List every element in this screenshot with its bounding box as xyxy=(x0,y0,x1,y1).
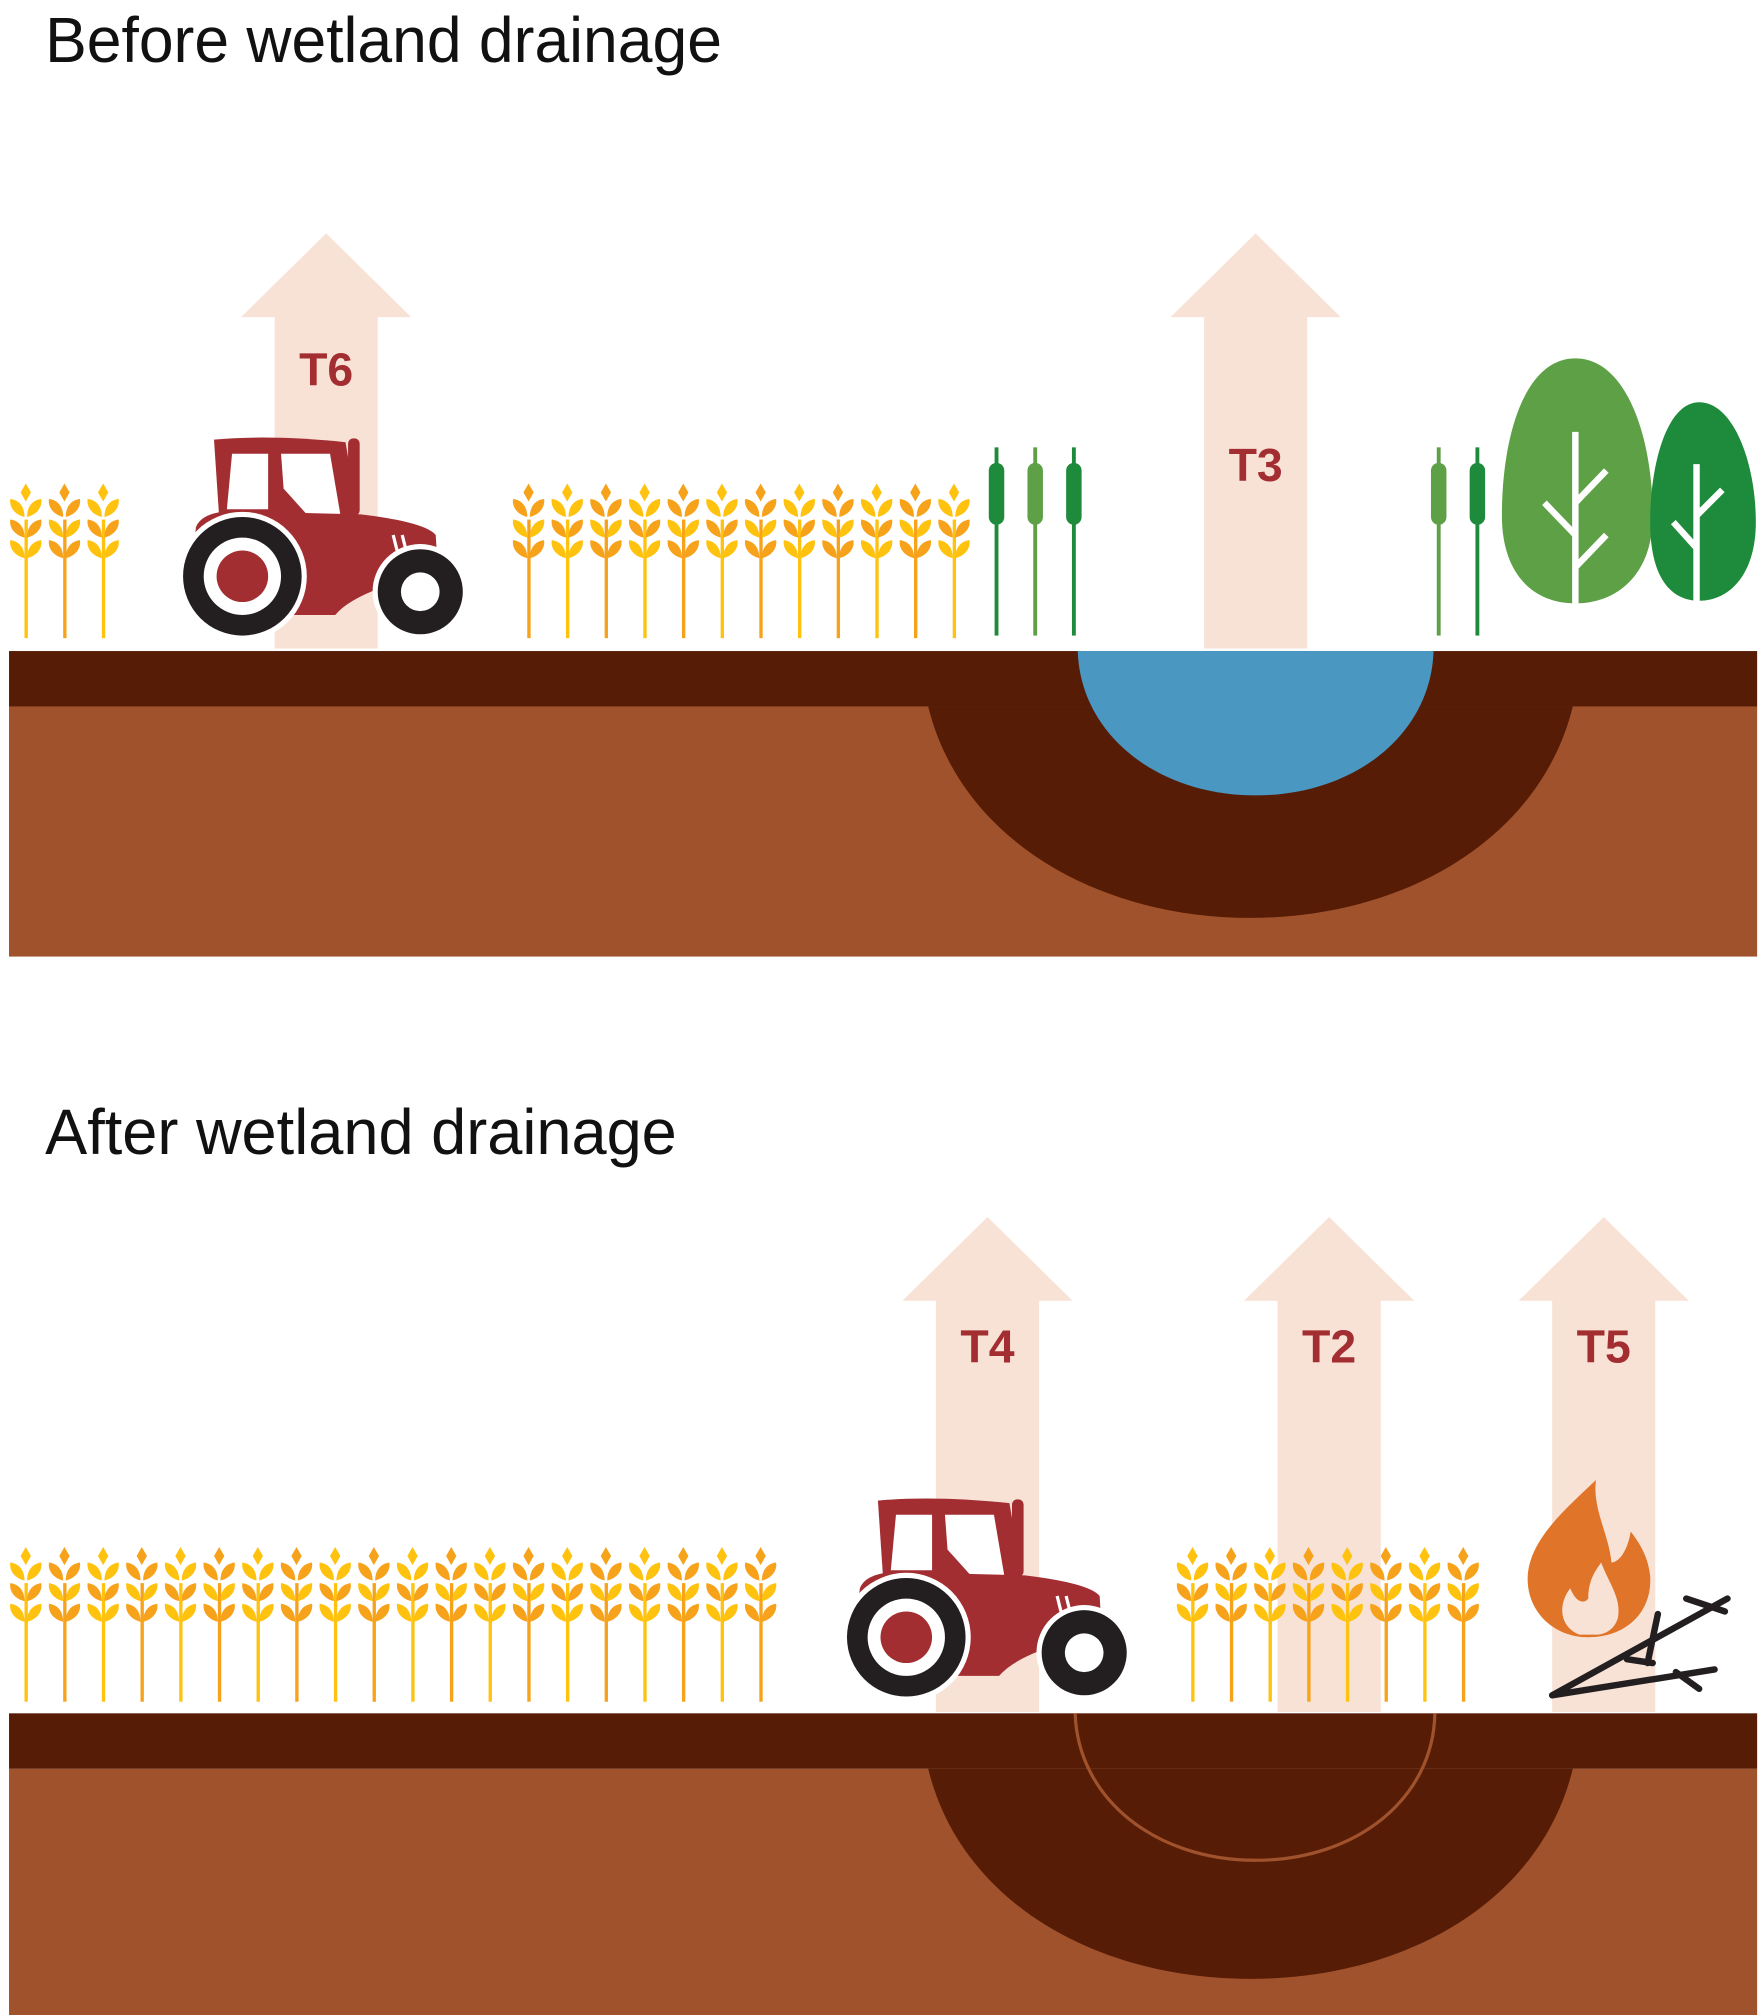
wheat-icon xyxy=(667,483,699,639)
wheat-icon xyxy=(1215,1547,1247,1702)
wheat-icon xyxy=(860,483,893,639)
wheat-icon xyxy=(474,1547,506,1702)
burning-branches-icon xyxy=(1548,1595,1731,1699)
wheat-crops-middle xyxy=(512,483,970,639)
wheat-icon xyxy=(512,483,545,639)
drained-peat-basin xyxy=(928,1768,1573,1979)
emission-label-t2: T2 xyxy=(1302,1321,1356,1373)
wheat-icon xyxy=(48,1547,81,1702)
wheat-icon xyxy=(1176,1547,1209,1702)
wheat-icon xyxy=(87,483,119,639)
wheat-icon xyxy=(319,1547,351,1702)
reeds-right xyxy=(1430,447,1486,636)
reed-icon xyxy=(1430,447,1447,636)
fire-icon xyxy=(1527,1479,1651,1638)
wheat-icon xyxy=(590,483,622,639)
wheat-icon xyxy=(628,483,661,639)
panel-title-after: After wetland drainage xyxy=(45,1096,677,1168)
wheat-icon xyxy=(10,1547,42,1702)
wheat-icon xyxy=(1408,1547,1441,1702)
reed-icon xyxy=(1027,447,1043,636)
reed-icon xyxy=(1469,447,1486,636)
emission-label-t6: T6 xyxy=(299,343,353,395)
wheat-icon xyxy=(87,1547,119,1702)
wheat-icon xyxy=(667,1547,699,1702)
wheat-icon xyxy=(628,1547,661,1702)
wheat-icon xyxy=(126,1547,158,1702)
wheat-icon xyxy=(706,1547,738,1702)
reeds-left xyxy=(988,447,1082,636)
wheat-icon xyxy=(48,483,81,639)
wheat-icon xyxy=(706,483,738,639)
wheat-icon xyxy=(744,1547,777,1702)
wheat-icon xyxy=(783,483,815,639)
wheat-icon xyxy=(10,483,42,639)
tractor-icon xyxy=(840,1496,1134,1704)
panel-before: Before wetland drainage T6 T3 xyxy=(9,4,1758,957)
wheat-icon xyxy=(744,483,777,639)
wheat-icon xyxy=(512,1547,545,1702)
wheat-icon xyxy=(822,483,854,639)
tree-icon xyxy=(1650,402,1756,636)
emission-arrow-t5: T5 xyxy=(1518,1216,1689,1713)
panel-title-before: Before wetland drainage xyxy=(45,4,722,76)
wheat-icon xyxy=(938,483,970,639)
wheat-icon xyxy=(358,1547,390,1702)
wheat-icon xyxy=(203,1547,235,1702)
tractor-icon xyxy=(176,435,470,643)
emission-arrow-t3: T3 xyxy=(1170,233,1341,649)
wheat-icon xyxy=(899,483,931,639)
wheat-crops-left xyxy=(10,1547,777,1702)
emission-label-t4: T4 xyxy=(960,1321,1014,1373)
soil-profile-after xyxy=(9,1713,1758,2015)
wheat-icon xyxy=(164,1547,197,1702)
reed-icon xyxy=(1066,447,1082,636)
tree-icon xyxy=(1501,358,1653,636)
wheat-icon xyxy=(435,1547,467,1702)
wheat-icon xyxy=(551,483,583,639)
topsoil xyxy=(9,651,1758,707)
wheat-icon xyxy=(242,1547,274,1702)
wheat-icon xyxy=(551,1547,583,1702)
wheat-icon xyxy=(590,1547,622,1702)
reed-icon xyxy=(988,447,1005,636)
soil-profile-before xyxy=(9,651,1758,957)
former-water-outline xyxy=(1073,1713,1437,1862)
emission-label-t3: T3 xyxy=(1229,439,1283,491)
arrow-up-icon xyxy=(1518,1216,1689,1713)
peat-basin xyxy=(928,706,1573,918)
topsoil xyxy=(9,1713,1758,1769)
wheat-crops-left xyxy=(10,483,119,639)
arrow-up-icon xyxy=(1170,233,1341,649)
wetland-water xyxy=(1077,651,1434,796)
wheat-icon xyxy=(1447,1547,1479,1702)
wheat-icon xyxy=(280,1547,313,1702)
emission-label-t5: T5 xyxy=(1577,1321,1631,1373)
wheat-icon xyxy=(396,1547,429,1702)
panel-after: After wetland drainage T4 T2 T5 xyxy=(9,1096,1758,2015)
